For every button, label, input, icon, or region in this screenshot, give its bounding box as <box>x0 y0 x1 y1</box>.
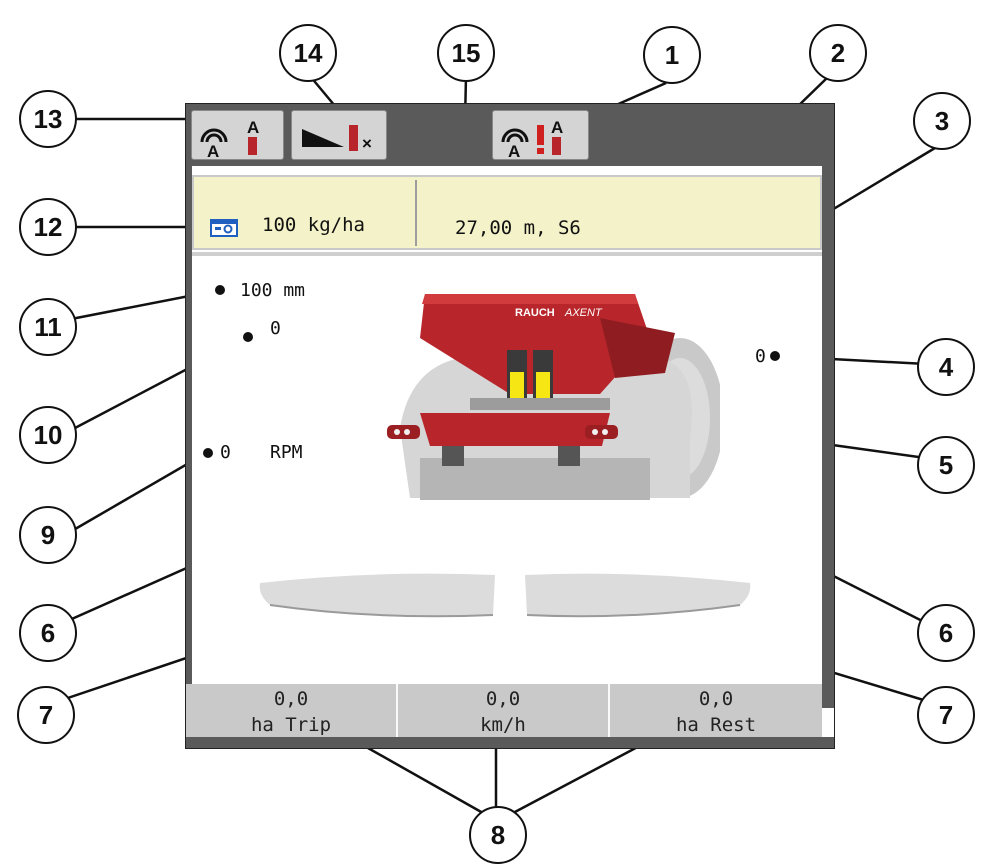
right-value-dot <box>770 351 780 361</box>
callout-4: 4 <box>917 338 975 396</box>
stat-ha-trip[interactable]: 0,0 ha Trip <box>186 684 398 737</box>
callout-15: 15 <box>437 24 495 82</box>
stat-speed[interactable]: 0,0 km/h <box>398 684 610 737</box>
svg-text:×: × <box>362 134 372 153</box>
machine-brand: RAUCH <box>515 307 555 319</box>
spreading-info-bar[interactable] <box>192 175 822 250</box>
callout-13: 13 <box>19 90 77 148</box>
callout-11: 11 <box>19 298 77 356</box>
callout-14: 14 <box>279 24 337 82</box>
callout-10: 10 <box>19 406 77 464</box>
stat-value: 0,0 <box>698 688 734 710</box>
shutter-dot <box>215 285 225 295</box>
screen-frame-right <box>822 166 834 708</box>
left-value: 0 <box>270 318 281 339</box>
svg-text:A: A <box>247 118 259 137</box>
stats-bar: 0,0 ha Trip 0,0 km/h 0,0 ha Rest <box>186 684 822 737</box>
screen-frame-bottom <box>186 737 834 748</box>
right-value: 0 <box>755 346 766 367</box>
callout-6-right: 6 <box>917 604 975 662</box>
callout-7-right: 7 <box>917 686 975 744</box>
stat-unit: ha Trip <box>250 714 332 736</box>
svg-text:A: A <box>551 118 563 137</box>
callout-6-left: 6 <box>19 604 77 662</box>
rpm-dot <box>203 448 213 458</box>
callout-2: 2 <box>809 24 867 82</box>
section-control-status-button[interactable]: A A <box>191 110 284 161</box>
spread-pattern <box>259 573 751 618</box>
working-width: 27,00 m, S6 <box>455 217 581 239</box>
boundary-spread-off-icon: × <box>302 125 372 153</box>
callout-3: 3 <box>913 92 971 150</box>
callout-8: 8 <box>469 806 527 864</box>
rpm-value: 0 <box>220 442 231 463</box>
alarm-status-button[interactable]: A A <box>492 110 589 161</box>
callout-5: 5 <box>917 436 975 494</box>
info-divider <box>415 180 417 246</box>
callout-9: 9 <box>19 506 77 564</box>
stat-value: 0,0 <box>485 688 521 710</box>
application-rate: 100 kg/ha <box>262 214 365 236</box>
svg-text:A: A <box>508 142 520 161</box>
machine-model: AXENT <box>564 307 603 319</box>
shutter-opening: 100 mm <box>240 280 306 301</box>
stat-ha-rest[interactable]: 0,0 ha Rest <box>610 684 822 737</box>
info-bar-separator <box>192 252 822 256</box>
spreader-machine-illustration: RAUCH AXENT <box>387 294 720 500</box>
boundary-spread-button[interactable]: × <box>291 110 387 160</box>
stat-unit: ha Rest <box>675 714 757 736</box>
stat-unit: km/h <box>480 714 526 736</box>
rpm-unit: RPM <box>270 442 303 463</box>
screen-frame-left <box>186 166 192 708</box>
callout-12: 12 <box>19 198 77 256</box>
callout-1: 1 <box>643 26 701 84</box>
stat-value: 0,0 <box>273 688 309 710</box>
section-control-auto-icon: A A <box>200 118 259 161</box>
left-value-dot <box>243 332 253 342</box>
section-control-alarm-icon: A A <box>501 118 563 161</box>
callout-7-left: 7 <box>17 686 75 744</box>
svg-text:A: A <box>207 142 219 161</box>
fertilizer-icon <box>210 219 238 241</box>
